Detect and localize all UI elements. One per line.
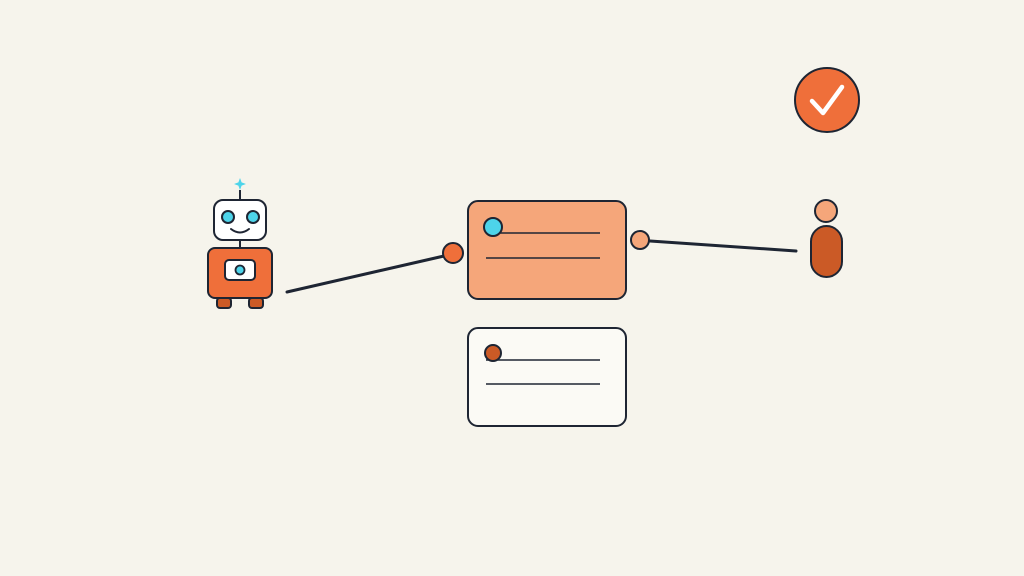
robot-eye-left [221,210,235,224]
check-circle-icon [794,67,860,133]
robot-foot-right [248,297,264,309]
connector-node-output [630,230,650,250]
message-card-icon [467,327,627,427]
person-body [810,225,843,278]
message-card-plain [467,327,627,427]
person-head [814,199,838,223]
person-icon [810,199,843,278]
robot-eye-right [246,210,260,224]
message-card-icon [467,200,627,300]
message-status-dot [483,217,503,237]
connector-node-input [442,242,464,264]
checkmark-icon [809,84,845,116]
message-card-highlighted [467,200,627,300]
robot-icon [207,178,273,309]
robot-smile [230,228,250,234]
robot-foot-left [216,297,232,309]
message-status-dot [484,344,502,362]
antenna-sparkle-icon [234,178,246,190]
connector-agent-to-message [285,254,446,294]
connector-message-to-recipient [648,239,798,253]
